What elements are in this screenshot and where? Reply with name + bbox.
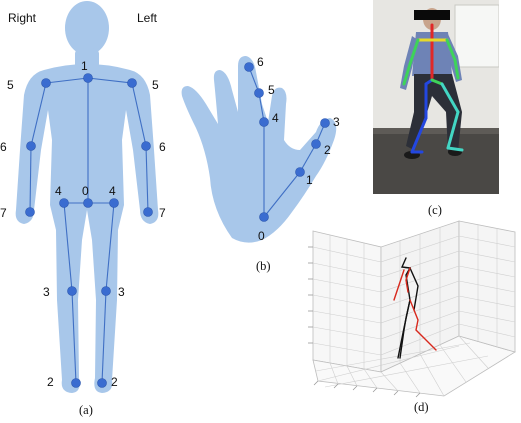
hand-num-thumb-tip: 3: [333, 115, 340, 129]
plot-3d-grid: [308, 220, 516, 398]
plot-3d-skeleton: [393, 257, 437, 359]
label-right: Right: [8, 11, 37, 25]
joint-right-hip: [59, 198, 69, 208]
caption-d: (d): [414, 400, 429, 414]
hand-num-index-tip: 6: [257, 55, 264, 69]
num-pelvis: 0: [82, 184, 89, 198]
joint-left-ankle: [97, 378, 107, 388]
hand-num-index-base: 4: [272, 111, 279, 125]
hand-joint-index-base: [259, 117, 269, 127]
hand-joint-thumb-base: [295, 167, 305, 177]
hand-num-wrist: 0: [258, 229, 265, 243]
num-right-shoulder: 5: [7, 78, 14, 92]
hand-joint-thumb-mid: [311, 139, 321, 149]
skeleton-right-arm: [393, 269, 405, 301]
num-right-wrist: 7: [0, 206, 7, 220]
skeleton-red-shoulder: [405, 267, 411, 293]
joint-right-ankle: [71, 378, 81, 388]
num-right-elbow: 6: [0, 140, 7, 154]
num-left-hip: 4: [109, 184, 116, 198]
hand-joints: [244, 62, 330, 222]
joint-right-shoulder: [41, 78, 51, 88]
photo-floor: [373, 132, 499, 194]
body-silhouette: [15, 1, 159, 393]
joint-left-shoulder: [127, 78, 137, 88]
hand-num-thumb-base: 1: [306, 173, 313, 187]
hand-num-index-mid: 5: [268, 83, 275, 97]
hand-joint-thumb-tip: [320, 118, 330, 128]
panel-d-3d-plot: (d): [308, 220, 516, 414]
num-right-knee: 3: [43, 285, 50, 299]
caption-c: (c): [428, 203, 442, 217]
body-joints: [25, 73, 153, 388]
hand-joint-wrist: [259, 212, 269, 222]
hand-joint-index-tip: [244, 62, 254, 72]
num-left-elbow: 6: [159, 140, 166, 154]
num-left-shoulder: 5: [152, 78, 159, 92]
hand-joint-index-mid: [254, 88, 264, 98]
joint-left-knee: [101, 286, 111, 296]
caption-b: (b): [256, 259, 271, 273]
hand-silhouette: [181, 56, 337, 243]
body-bones: [29, 77, 149, 384]
num-left-knee: 3: [118, 285, 125, 299]
panel-a-body-diagram: Right Left 1 5 5 6 6 7 7 4 0 4 3 3 2 2 (…: [0, 1, 166, 417]
num-right-hip: 4: [55, 184, 62, 198]
skeleton-black-leg: [399, 299, 411, 359]
label-left: Left: [137, 11, 158, 25]
joint-right-knee: [67, 286, 77, 296]
panel-b-hand-diagram: 0 1 2 3 4 5 6 (b): [181, 55, 340, 273]
joint-left-wrist: [143, 207, 153, 217]
joint-head: [83, 73, 93, 83]
num-left-wrist: 7: [159, 206, 166, 220]
num-left-ankle: 2: [111, 375, 118, 389]
joint-left-elbow: [141, 141, 151, 151]
caption-a: (a): [79, 403, 93, 417]
hand-num-thumb-mid: 2: [324, 143, 331, 157]
joint-pelvis: [83, 198, 93, 208]
photo-face-blackout: [414, 10, 450, 20]
photo-whiteboard: [454, 4, 499, 68]
joint-right-wrist: [25, 207, 35, 217]
panel-c-pose-photo: (c): [373, 0, 499, 217]
photo-pose-overlay: [402, 23, 464, 154]
num-head: 1: [81, 59, 88, 73]
skeleton-red-leg: [409, 299, 437, 351]
joint-right-elbow: [26, 141, 36, 151]
skeleton-left-arm: [409, 267, 419, 311]
joint-left-hip: [109, 198, 119, 208]
num-right-ankle: 2: [47, 375, 54, 389]
